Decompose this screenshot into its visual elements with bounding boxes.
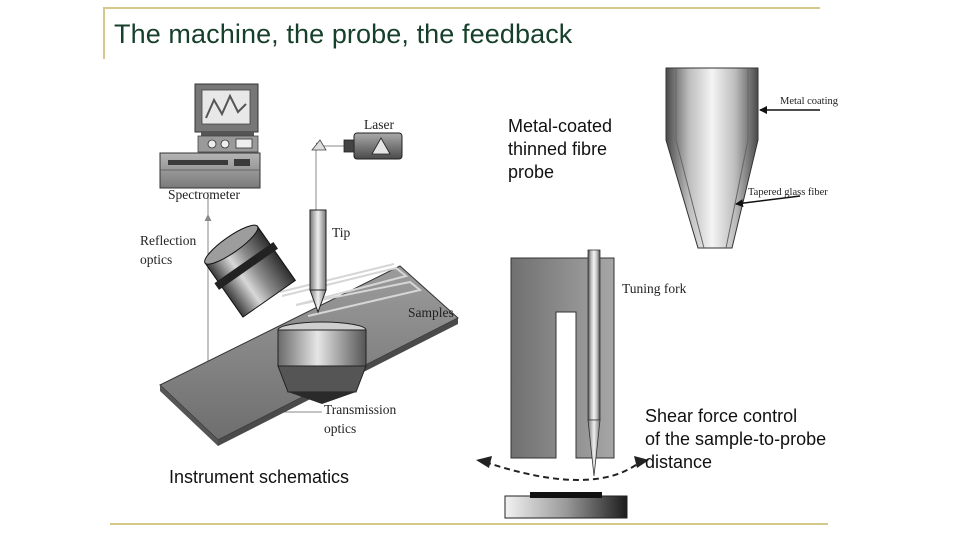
frame-bottom-rule <box>110 523 828 525</box>
laser-label: Laser <box>364 117 394 132</box>
transmission-label-line-2: optics <box>324 421 357 436</box>
shear-caption-line-3: distance <box>645 452 713 472</box>
spectrometer-unit <box>159 152 261 189</box>
schematics-caption: Instrument schematics <box>169 467 350 487</box>
transmission-label-line-1: Transmission <box>324 402 397 417</box>
frame-top-rule <box>103 7 820 9</box>
tuning-fork-assembly <box>476 249 649 519</box>
monitor-computer <box>194 83 259 153</box>
probe-caption-line-1: Metal-coated <box>508 116 613 136</box>
slide-title: The machine, the probe, the feedback <box>114 19 573 49</box>
frame-left-rule <box>103 7 105 59</box>
shear-caption-line-1: Shear force control <box>645 406 798 426</box>
metal-coating-label: Metal coating <box>780 96 839 107</box>
sample-label: Samples <box>408 305 454 320</box>
reflection-label-line-2: optics <box>140 252 173 267</box>
reflection-optics <box>204 224 297 318</box>
instrument-schematic <box>159 83 459 446</box>
shear-caption-line-2: of the sample-to-probe <box>645 429 827 449</box>
transmission-optics <box>277 321 367 404</box>
probe-caption-line-2: thinned fibre <box>508 139 608 159</box>
fibre-closeup <box>665 67 820 249</box>
tuning-fork-label: Tuning fork <box>622 281 687 296</box>
reflection-label-line-1: Reflection <box>140 233 197 248</box>
probe-caption-line-3: probe <box>508 162 555 182</box>
probe-tip <box>309 209 327 314</box>
spectrometer-label: Spectrometer <box>168 187 240 202</box>
tip-label: Tip <box>332 225 351 240</box>
tapered-fiber-label: Tapered glass fiber <box>748 187 828 198</box>
laser-unit <box>311 132 403 160</box>
